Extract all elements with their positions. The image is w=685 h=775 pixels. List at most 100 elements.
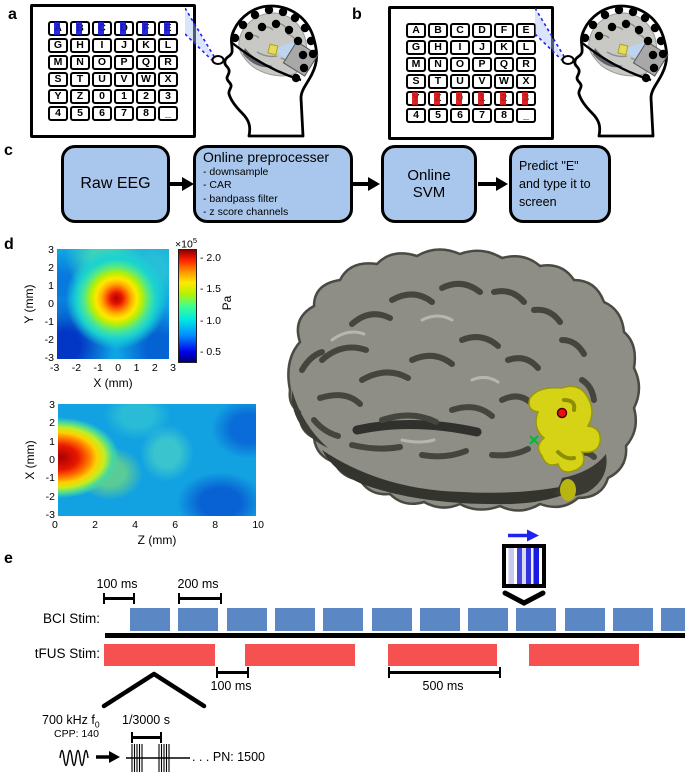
xy-y-axis-label: Y (mm)	[22, 284, 36, 324]
speller-cell: W	[494, 74, 514, 89]
bci-flash-square	[564, 608, 605, 631]
axis-tick-label: 10	[252, 519, 264, 531]
tfus-burst-bar	[388, 644, 497, 666]
bci-flash-square	[516, 608, 557, 631]
axis-tick-label: 1	[133, 362, 140, 374]
speller-cell: J	[472, 40, 492, 55]
speller-cell: N	[428, 57, 448, 72]
speller-cell: F	[136, 21, 156, 36]
colorbar-tick-label: - 2.0	[200, 251, 222, 264]
speller-cell: Y	[406, 91, 426, 106]
speller-cell: A	[406, 23, 426, 38]
speller-cell: S	[406, 74, 426, 89]
target-region-fragment	[560, 479, 576, 501]
axis-tick-label: 2	[92, 519, 98, 531]
brain-render	[287, 248, 641, 512]
flow-box-raw-eeg: Raw EEG	[61, 145, 170, 223]
head-diagram-a	[185, 4, 319, 138]
axis-tick-label: -1	[45, 472, 55, 485]
arrow-right-icon	[168, 177, 194, 191]
speller-cell: 2	[494, 91, 514, 106]
colorbar-unit: Pa	[220, 295, 234, 311]
speller-cell: _	[158, 106, 178, 121]
arrow-right-icon	[478, 177, 508, 191]
xy-x-axis-label: X (mm)	[93, 376, 133, 390]
transducer-icon	[632, 40, 669, 77]
speller-cell: 6	[450, 108, 470, 123]
colorbar-ticks: - 2.0- 1.5- 1.0- 0.5	[200, 249, 226, 361]
carrier-freq-label: 700 kHz f0	[42, 713, 100, 730]
speller-cell: N	[70, 55, 90, 70]
speller-cell: O	[92, 55, 112, 70]
speller-cell: 0	[92, 89, 112, 104]
speller-grid-b-cells: ABCDFEGHIJKLMNOPQRSTUVWXYZ012345678_	[406, 23, 536, 123]
head-diagram-b	[535, 4, 669, 138]
speller-cell: B	[428, 23, 448, 38]
flow-box-preprocessor: Online preprocesser - downsample - CAR -…	[193, 145, 353, 223]
speller-cell: P	[114, 55, 134, 70]
speller-cell: H	[70, 38, 90, 53]
arrow-right-icon	[96, 751, 120, 763]
speller-cell: M	[48, 55, 68, 70]
gaze-line-icon	[535, 7, 566, 59]
speller-cell: C	[450, 23, 470, 38]
speller-cell: D	[472, 23, 492, 38]
axis-tick-label: 2	[48, 262, 54, 274]
speller-grid-b: ABCDFEGHIJKLMNOPQRSTUVWXYZ012345678_	[388, 6, 554, 140]
speller-cell: A	[48, 21, 68, 36]
speller-cell: X	[516, 74, 536, 89]
sine-wave-icon	[59, 749, 89, 767]
speller-cell: 5	[70, 106, 90, 121]
lead-time-bracket	[103, 593, 135, 604]
speller-cell: 7	[472, 108, 492, 123]
speller-cell: S	[48, 72, 68, 87]
axis-tick-label: 0	[49, 453, 55, 466]
brain-dark-base	[322, 450, 592, 505]
target-region-sulci	[556, 398, 577, 461]
flash-bar	[434, 91, 441, 106]
axis-tick-label: -2	[45, 490, 55, 503]
cpp-label: CPP: 140	[54, 728, 99, 740]
colorbar-scale: ×105	[175, 236, 197, 251]
speller-cell: I	[450, 40, 470, 55]
axis-tick-label: -3	[50, 362, 60, 374]
pressure-map-xy	[57, 249, 169, 359]
red-dot-marker	[556, 407, 568, 419]
lead-time-label: 100 ms	[96, 577, 138, 591]
speller-cell: 8	[136, 106, 156, 121]
bci-stim-row	[0, 608, 685, 631]
colorbar	[178, 249, 197, 363]
axis-tick-label: -2	[71, 362, 82, 374]
flow-box-predict: Predict "E" and type it to screen	[509, 145, 611, 223]
bci-flash-square	[613, 608, 653, 631]
speller-cell: K	[136, 38, 156, 53]
bci-stim-label: BCI Stim:	[42, 611, 100, 626]
speller-cell: Q	[494, 57, 514, 72]
bci-flash-square	[371, 608, 412, 631]
speller-cell: K	[494, 40, 514, 55]
flow-item: - z score channels	[203, 205, 289, 218]
bci-flash-square	[274, 608, 315, 631]
xz-y-axis-label: X (mm)	[23, 440, 37, 480]
flash-bar	[120, 21, 127, 36]
tfus-burst-bar	[245, 644, 355, 666]
speller-cell: P	[472, 57, 492, 72]
flash-bar	[164, 21, 171, 36]
speller-cell: 8	[494, 108, 514, 123]
speller-cell: R	[516, 57, 536, 72]
speller-cell: F	[494, 23, 514, 38]
speller-cell: G	[48, 38, 68, 53]
speller-cell: 4	[406, 108, 426, 123]
speller-cell: Y	[48, 89, 68, 104]
speller-cell: X	[158, 72, 178, 87]
prp-label: 1/3000 s	[122, 713, 170, 727]
flash-bar	[142, 21, 149, 36]
axis-tick-label: 3	[48, 244, 54, 256]
tfus-burst-bar	[104, 644, 215, 666]
speller-cell: 3	[158, 89, 178, 104]
flash-bar	[522, 91, 529, 106]
stimulation-target-region	[528, 385, 601, 473]
axis-tick-label: 1	[49, 435, 55, 448]
axis-tick-label: 6	[172, 519, 179, 531]
